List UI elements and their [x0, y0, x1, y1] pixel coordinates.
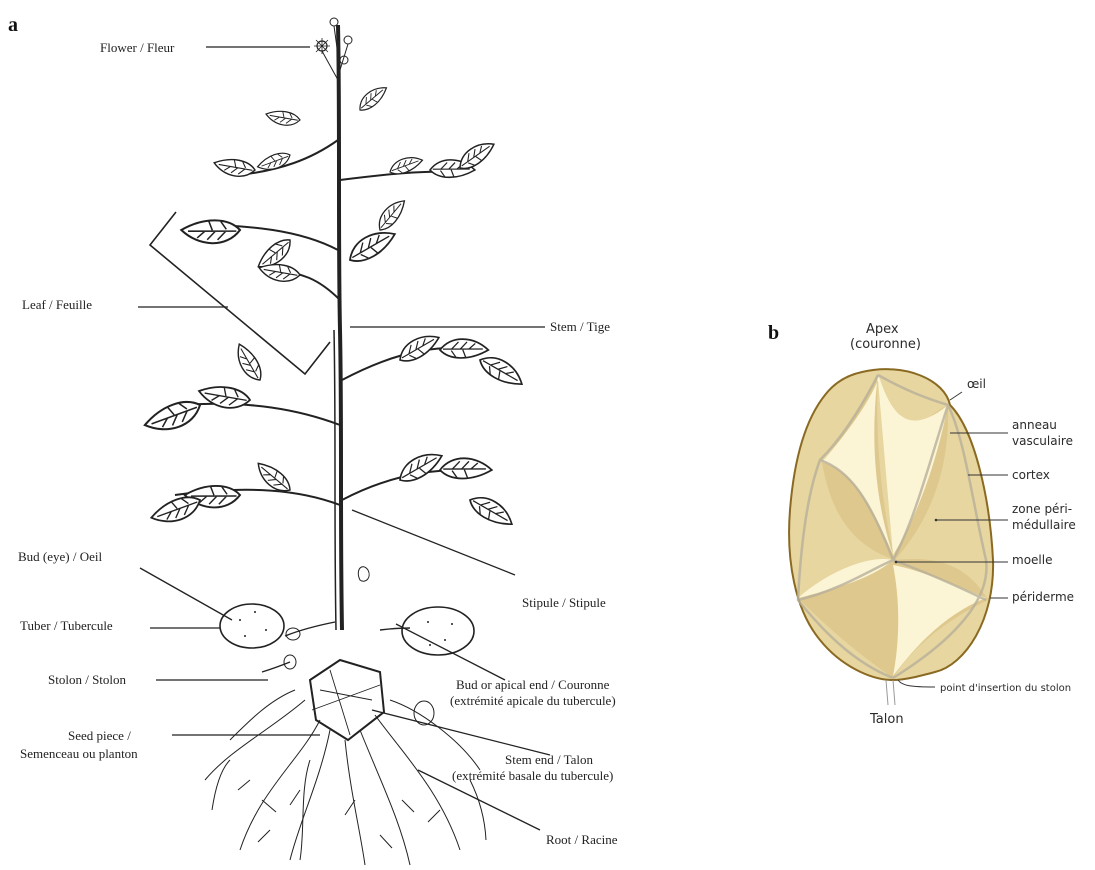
- panel-b-letter: b: [768, 322, 779, 345]
- label-cortex: cortex: [1012, 468, 1050, 483]
- flower-shape: [314, 18, 352, 80]
- panel-a-letter: a: [8, 14, 18, 37]
- label-tuber: Tuber / Tubercule: [20, 618, 113, 633]
- label-bud-apical-line2: (extrémité apicale du tubercule): [450, 693, 616, 708]
- potato-plant-drawing: [142, 18, 526, 865]
- label-stipule: Stipule / Stipule: [522, 595, 606, 610]
- label-stolon: Stolon / Stolon: [48, 672, 126, 687]
- tuber-cross-section: [789, 369, 993, 705]
- label-bud-apical-line1: Bud or apical end / Couronne: [456, 677, 609, 692]
- label-stem-end-line2: (extrémité basale du tubercule): [452, 768, 613, 783]
- label-vasculaire: vasculaire: [1012, 434, 1073, 449]
- label-apex: Apex: [866, 322, 899, 337]
- label-seed-line2: Semenceau ou planton: [20, 746, 138, 761]
- label-bud-eye: Bud (eye) / Oeil: [18, 549, 102, 564]
- label-anneau: anneau: [1012, 418, 1057, 433]
- label-talon: Talon: [870, 712, 904, 727]
- label-periderme: périderme: [1012, 590, 1074, 605]
- label-stem-end-line1: Stem end / Talon: [505, 752, 593, 767]
- label-couronne: (couronne): [850, 337, 921, 352]
- label-stolon-insertion: point d'insertion du stolon: [940, 681, 1071, 696]
- label-flower: Flower / Fleur: [100, 40, 174, 55]
- label-oeil: œil: [967, 377, 986, 392]
- label-medullaire: médullaire: [1012, 518, 1076, 533]
- label-moelle: moelle: [1012, 553, 1052, 568]
- label-seed-line1: Seed piece /: [68, 728, 131, 743]
- label-leaf: Leaf / Feuille: [22, 297, 92, 312]
- label-stem: Stem / Tige: [550, 319, 610, 334]
- label-root: Root / Racine: [546, 832, 618, 847]
- label-zone-peri: zone péri-: [1012, 502, 1072, 517]
